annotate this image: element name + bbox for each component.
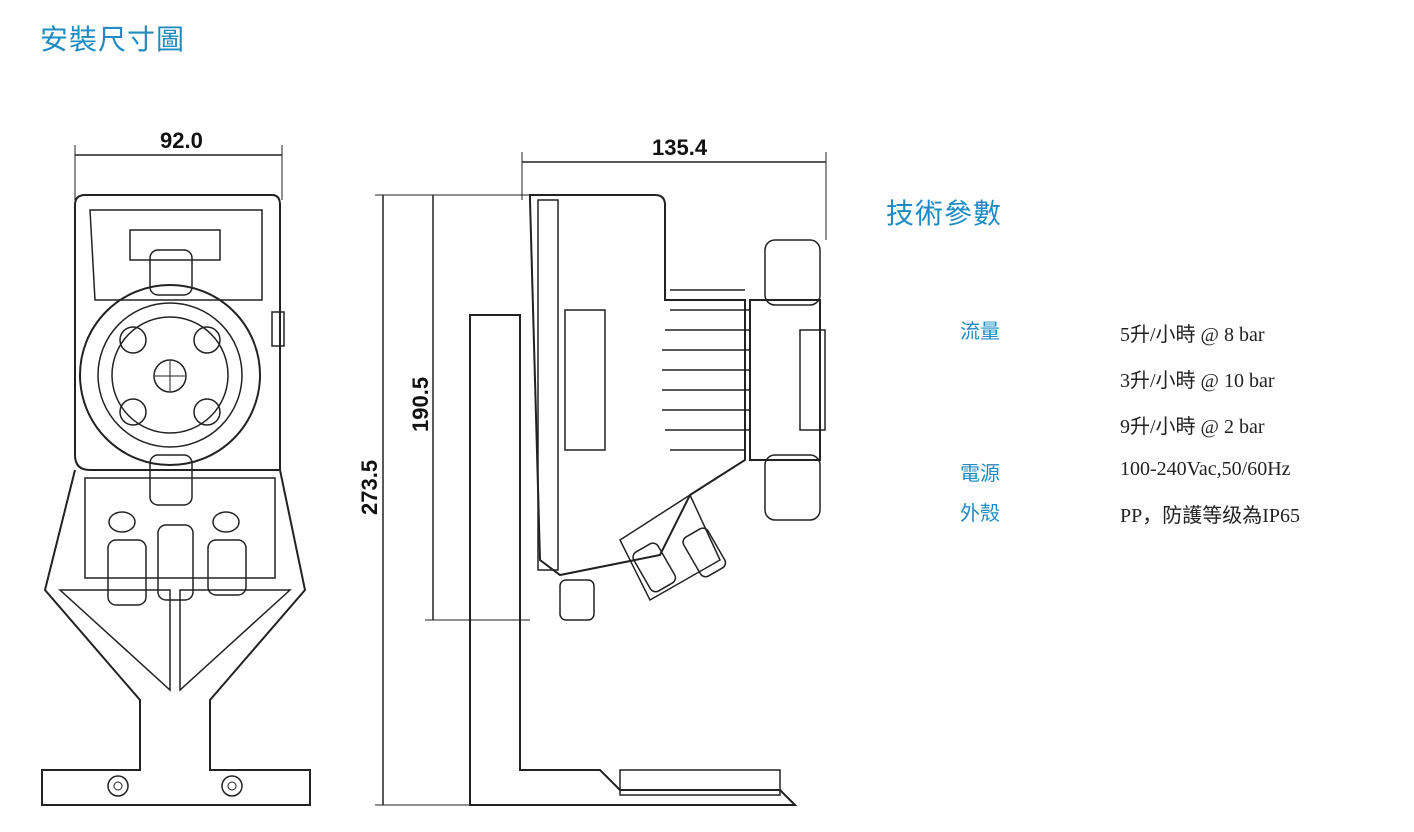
install-diagram-title: 安裝尺寸圖 bbox=[40, 23, 186, 56]
spec-value-housing: PP，防護等级為IP65 bbox=[1120, 505, 1301, 527]
spec-label-power: 電源 bbox=[960, 461, 1000, 485]
spec-value-power: 100-240Vac,50/60Hz bbox=[1120, 458, 1291, 480]
spec-value-flow-3: 9升/小時 @ 2 bar bbox=[1120, 416, 1265, 438]
specs-title: 技術參數 bbox=[886, 197, 1003, 230]
dimension-depth-side: 135.4 bbox=[652, 135, 708, 160]
front-view bbox=[41, 145, 311, 806]
spec-label-flow: 流量 bbox=[960, 319, 1000, 343]
dimension-height-mount: 190.5 bbox=[408, 377, 433, 432]
dimension-height-total: 273.5 bbox=[357, 460, 382, 515]
spec-label-housing: 外殼 bbox=[960, 501, 1000, 525]
spec-value-flow-2: 3升/小時 @ 10 bar bbox=[1120, 370, 1275, 392]
spec-value-flow-1: 5升/小時 @ 8 bar bbox=[1120, 324, 1265, 346]
dimension-width-front: 92.0 bbox=[160, 128, 203, 153]
side-view bbox=[375, 152, 827, 806]
